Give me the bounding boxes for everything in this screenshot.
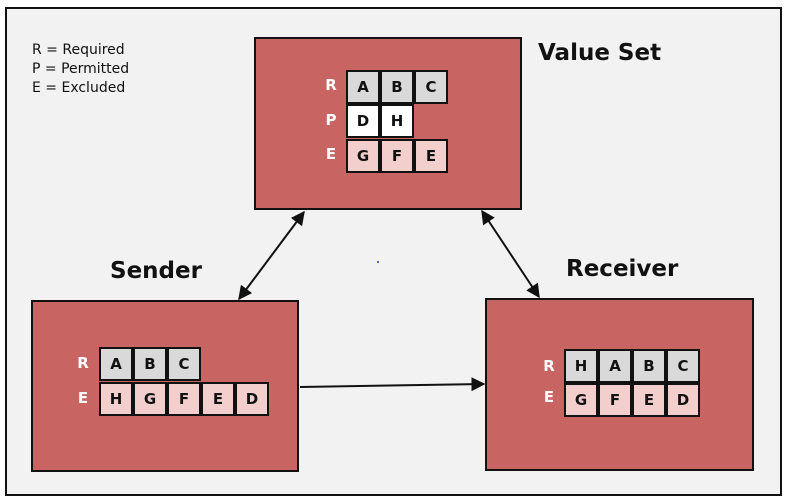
sender-excluded-cell: H [99, 382, 133, 416]
value-set-required-cell: C [414, 70, 448, 104]
sender-title: Sender [110, 258, 202, 284]
legend-excluded: E = Excluded [32, 80, 126, 96]
sender-required-label: R [77, 354, 89, 372]
sender-required-cell: B [133, 347, 167, 381]
receiver-excluded-cell: D [666, 383, 700, 417]
receiver-excluded-cell: G [564, 383, 598, 417]
sender-required-cell: A [99, 347, 133, 381]
receiver-excluded-cell: F [598, 383, 632, 417]
legend: R = Required P = Permitted E = Excluded [32, 41, 129, 98]
value-set-required-cell: A [346, 70, 380, 104]
value-set-title: Value Set [538, 40, 662, 66]
value-set-required-label: R [325, 76, 337, 94]
value-set-permitted-cell: D [346, 104, 380, 138]
sender-excluded-cell: D [235, 382, 269, 416]
receiver-required-cell: H [564, 349, 598, 383]
value-set-permitted-label: P [325, 111, 337, 129]
receiver-required-cell: C [666, 349, 700, 383]
sender-excluded-cell: F [167, 382, 201, 416]
sender-excluded-cell: E [201, 382, 235, 416]
legend-permitted: P = Permitted [32, 61, 130, 77]
sender-excluded-label: E [77, 389, 89, 407]
receiver-title: Receiver [566, 256, 679, 282]
sender-excluded-cell: G [133, 382, 167, 416]
receiver-excluded-label: E [543, 388, 555, 406]
receiver-required-cell: B [632, 349, 666, 383]
value-set-required-cell: B [380, 70, 414, 104]
value-set-excluded-cell: E [414, 139, 448, 173]
legend-required: R = Required [32, 42, 125, 58]
value-set-excluded-cell: F [380, 139, 414, 173]
value-set-permitted-cell: H [380, 104, 414, 138]
sender-required-cell: C [167, 347, 201, 381]
receiver-excluded-cell: E [632, 383, 666, 417]
value-set-excluded-label: E [325, 145, 337, 163]
value-set-excluded-cell: G [346, 139, 380, 173]
receiver-required-label: R [543, 357, 555, 375]
receiver-required-cell: A [598, 349, 632, 383]
